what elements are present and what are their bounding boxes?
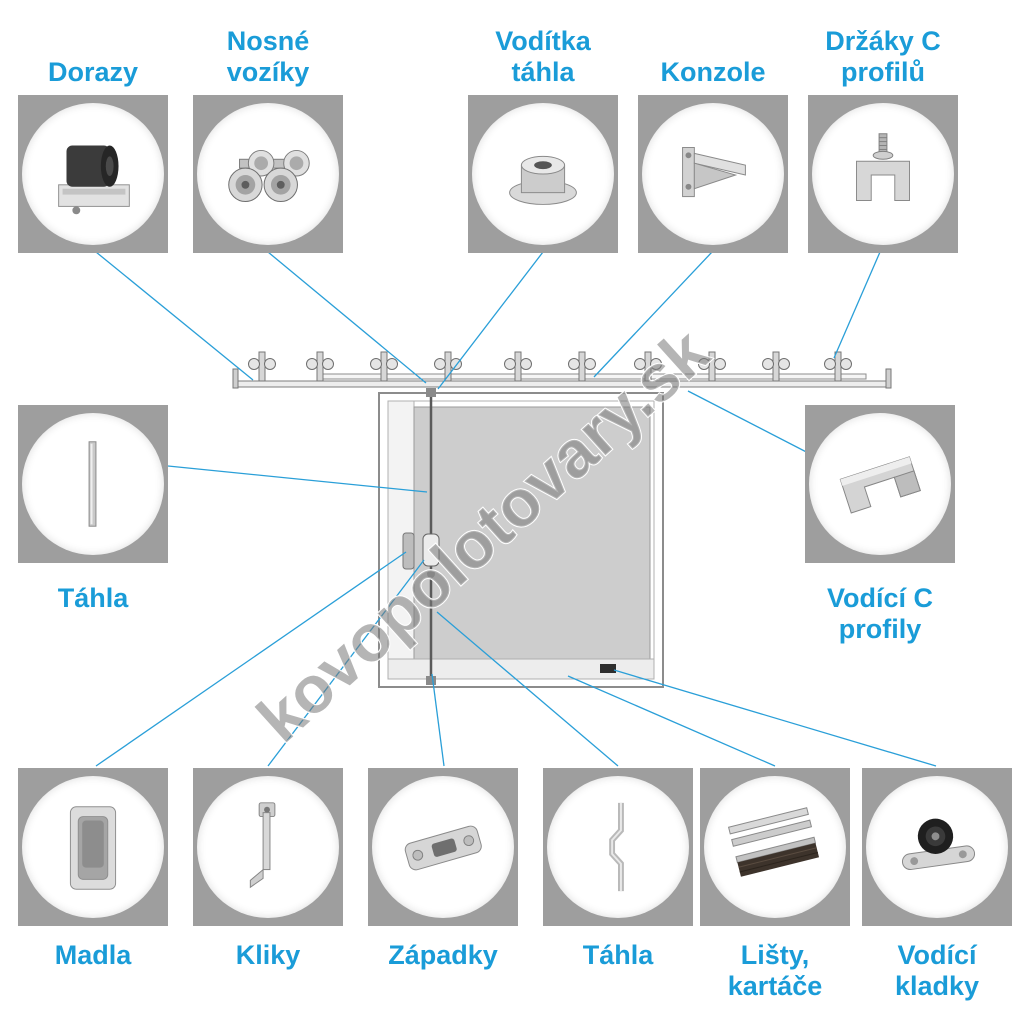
rod-icon [22, 413, 164, 555]
card-dorazy[interactable] [18, 95, 168, 253]
label-nosne-voziky[interactable]: Nosné vozíky [226, 26, 310, 87]
carrier-trolley-icon [197, 103, 339, 245]
card-zapadky[interactable] [368, 768, 518, 926]
label-vodici-kladky[interactable]: Vodící kladky [894, 940, 980, 1001]
label-voditka-tahla[interactable]: Vodítka táhla [495, 26, 591, 87]
card-tahla-bottom[interactable] [543, 768, 693, 926]
c-profile-holder-icon [812, 103, 954, 245]
door [378, 388, 664, 688]
wall-bracket-icon [642, 103, 784, 245]
card-vodici-kladky[interactable] [862, 768, 1012, 926]
rod-top-guide [426, 388, 436, 397]
card-drzaky-c-profilu[interactable] [808, 95, 958, 253]
recessed-handle-icon [22, 776, 164, 918]
door-stop-icon [22, 103, 164, 245]
card-tahla-left[interactable] [18, 405, 168, 563]
bent-rod-icon [547, 776, 689, 918]
label-dorazy[interactable]: Dorazy [47, 57, 139, 87]
card-kliky[interactable] [193, 768, 343, 926]
door-lock [422, 533, 440, 567]
label-drzaky-c-profilu[interactable]: Držáky C profilů [825, 26, 941, 87]
strike-plate-icon [372, 776, 514, 918]
rod-bottom-guide [426, 676, 436, 685]
card-voditka-tahla[interactable] [468, 95, 618, 253]
label-tahla-bottom[interactable]: Táhla [582, 940, 654, 970]
door-handle [402, 532, 415, 570]
guide-roller-icon [866, 776, 1008, 918]
rod-guide-icon [472, 103, 614, 245]
label-vodici-c-profily[interactable]: Vodící C profily [826, 583, 933, 644]
label-listy-kartace[interactable]: Lišty, kartáče [727, 940, 823, 1001]
card-listy-kartace[interactable] [700, 768, 850, 926]
c-profile-rail-icon [809, 413, 951, 555]
label-kliky[interactable]: Kliky [235, 940, 301, 970]
latch-handle-icon [197, 776, 339, 918]
card-madla[interactable] [18, 768, 168, 926]
floor-guide [600, 664, 616, 673]
track-trolleys [248, 351, 852, 382]
top-track [232, 368, 892, 389]
card-konzole[interactable] [638, 95, 788, 253]
card-vodici-c-profily[interactable] [805, 405, 955, 563]
connector-lines [95, 251, 937, 767]
card-nosne-voziky[interactable] [193, 95, 343, 253]
label-zapadky[interactable]: Západky [388, 940, 498, 970]
label-tahla-left[interactable]: Táhla [57, 583, 129, 613]
strip-brush-icon [704, 776, 846, 918]
label-konzole[interactable]: Konzole [660, 57, 766, 87]
label-madla[interactable]: Madla [54, 940, 132, 970]
